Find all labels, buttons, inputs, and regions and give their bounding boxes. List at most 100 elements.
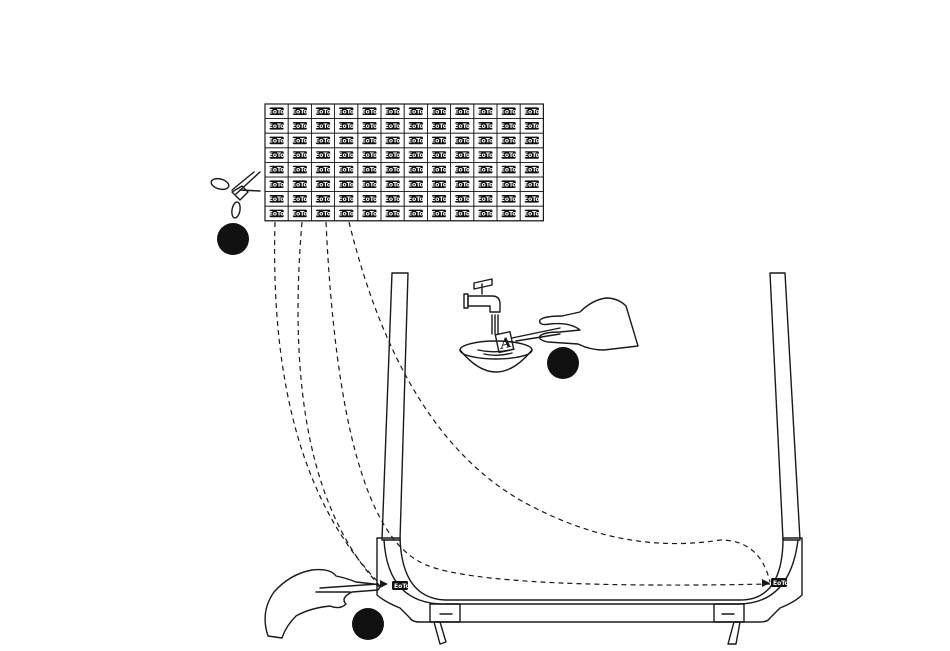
decal-label: EoTo xyxy=(292,123,308,130)
decal-label: EoTo xyxy=(269,152,285,159)
decal-cell: EoTo xyxy=(519,132,544,149)
decal-label: EoTo xyxy=(524,123,540,130)
placed-decal-right: EoTo xyxy=(771,578,789,587)
decal-label: EoTo xyxy=(338,138,354,145)
arrowhead-left xyxy=(380,580,388,588)
decal-label: EoTo xyxy=(315,167,331,174)
decal-label: EoTo xyxy=(315,108,331,115)
decal-label: EoTo xyxy=(454,181,470,188)
decal-label: EoTo xyxy=(524,108,540,115)
guide-lines xyxy=(273,221,771,588)
water-bowl xyxy=(459,340,533,373)
decal-label: EoTo xyxy=(501,167,517,174)
decal-label: EoTo xyxy=(292,167,308,174)
decal-label: EoTo xyxy=(431,152,447,159)
scissors-icon xyxy=(210,171,261,219)
decal-label: EoTo xyxy=(408,123,424,130)
decal-label: EoTo xyxy=(385,167,401,174)
decal-label: EoTo xyxy=(385,211,401,218)
decal-label: EoTo xyxy=(362,152,378,159)
decal-label: EoTo xyxy=(524,181,540,188)
decal-label: EoTo xyxy=(454,123,470,130)
decal-label: EoTo xyxy=(315,211,331,218)
step-marker-3 xyxy=(352,608,384,640)
decal-label: EoTo xyxy=(292,181,308,188)
decal-label: EoTo xyxy=(315,138,331,145)
decal-label: EoTo xyxy=(269,196,285,203)
decal-label: EoTo xyxy=(408,138,424,145)
decal-label: EoTo xyxy=(501,196,517,203)
decal-label: EoTo xyxy=(524,211,540,218)
decal-label: EoTo xyxy=(454,211,470,218)
frame-structure xyxy=(376,272,803,645)
decal-label: EoTo xyxy=(478,167,494,174)
guide-line-1 xyxy=(273,221,381,585)
decal-label: EoTo xyxy=(315,181,331,188)
svg-text:EoTo: EoTo xyxy=(773,580,789,587)
decal-label: EoTo xyxy=(524,196,540,203)
decal-label: EoTo xyxy=(431,211,447,218)
decal-label: EoTo xyxy=(338,152,354,159)
decal-label: EoTo xyxy=(478,152,494,159)
decal-label: EoTo xyxy=(524,167,540,174)
decal-label: EoTo xyxy=(269,123,285,130)
decal-label: EoTo xyxy=(338,181,354,188)
decal-label: EoTo xyxy=(292,108,308,115)
decal-label: EoTo xyxy=(292,152,308,159)
decal-label: EoTo xyxy=(292,138,308,145)
decal-letter: A xyxy=(497,335,513,353)
decal-label: EoTo xyxy=(501,181,517,188)
decal-label: EoTo xyxy=(269,167,285,174)
decal-label: EoTo xyxy=(338,167,354,174)
decal-label: EoTo xyxy=(362,181,378,188)
decal-label: EoTo xyxy=(269,211,285,218)
decal-label: EoTo xyxy=(454,138,470,145)
decal-label: EoTo xyxy=(408,181,424,188)
decal-label: EoTo xyxy=(501,152,517,159)
decal-label: EoTo xyxy=(408,196,424,203)
decal-label: EoTo xyxy=(431,138,447,145)
decal-label: EoTo xyxy=(478,108,494,115)
decal-label: EoTo xyxy=(408,108,424,115)
decal-label: EoTo xyxy=(431,181,447,188)
decal-label: EoTo xyxy=(362,123,378,130)
decal-label: EoTo xyxy=(338,211,354,218)
guide-line-3 xyxy=(325,221,771,586)
decal-label: EoTo xyxy=(431,167,447,174)
decal-label: EoTo xyxy=(338,123,354,130)
faucet-icon xyxy=(463,278,501,335)
wet-decal: A xyxy=(494,331,515,353)
decal-label: EoTo xyxy=(454,167,470,174)
decal-label: EoTo xyxy=(315,123,331,130)
decal-label: EoTo xyxy=(385,152,401,159)
hand-icon xyxy=(511,297,639,351)
decal-label: EoTo xyxy=(501,108,517,115)
decal-label: EoTo xyxy=(454,152,470,159)
decal-label: EoTo xyxy=(408,167,424,174)
decal-label: EoTo xyxy=(478,181,494,188)
decal-label: EoTo xyxy=(408,152,424,159)
decal-label: EoTo xyxy=(431,108,447,115)
decal-label: EoTo xyxy=(362,138,378,145)
decal-label: EoTo xyxy=(478,196,494,203)
placed-decal-left: EoTo xyxy=(392,581,410,590)
decal-label: EoTo xyxy=(292,211,308,218)
svg-text:EoTo: EoTo xyxy=(394,583,410,590)
decal-label: EoTo xyxy=(385,108,401,115)
decal-label: EoTo xyxy=(385,123,401,130)
decal-label: EoTo xyxy=(501,211,517,218)
decal-label: EoTo xyxy=(362,211,378,218)
decal-label: EoTo xyxy=(454,108,470,115)
decal-label: EoTo xyxy=(362,108,378,115)
decal-label: EoTo xyxy=(478,138,494,145)
decal-label: EoTo xyxy=(269,138,285,145)
decal-label: EoTo xyxy=(385,181,401,188)
step-marker-1 xyxy=(217,223,249,255)
decal-label: EoTo xyxy=(385,138,401,145)
decal-label: EoTo xyxy=(478,123,494,130)
decal-cell: EoTo xyxy=(519,205,544,222)
decal-label: EoTo xyxy=(269,181,285,188)
arrowhead-right xyxy=(762,579,770,587)
decal-label: EoTo xyxy=(362,196,378,203)
